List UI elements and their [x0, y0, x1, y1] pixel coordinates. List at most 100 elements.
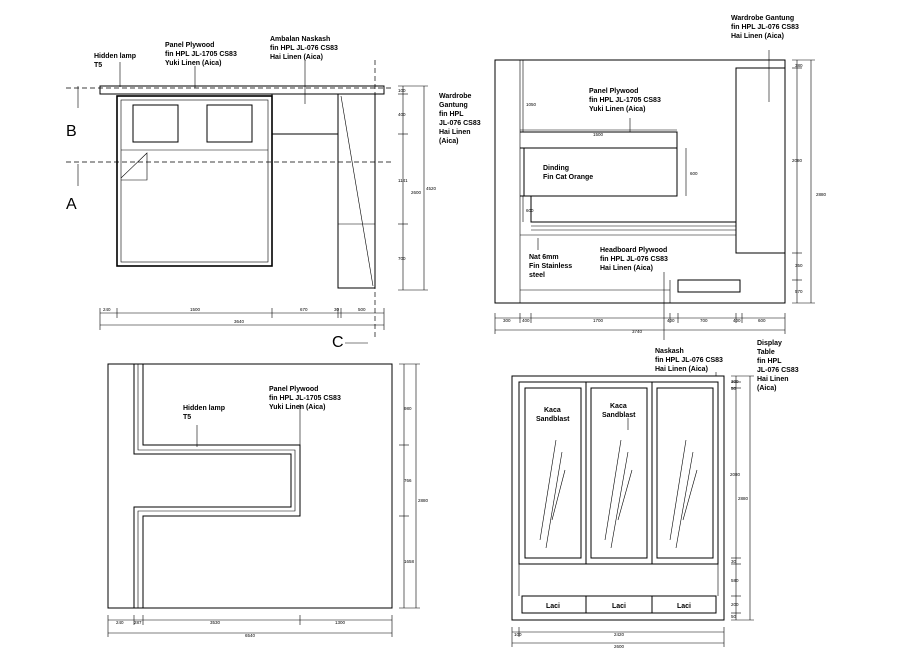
dim-elev-a-r3: 570: [795, 289, 803, 294]
dim-elev-c-total: 2600: [614, 644, 625, 649]
svg-text:Panel Plywood: Panel Plywood: [269, 386, 318, 393]
svg-text:fin HPL: fin HPL: [439, 111, 464, 118]
svg-text:Headboard Plywood: Headboard Plywood: [600, 247, 667, 254]
drawer-label-2: Laci: [612, 603, 626, 610]
dim-elev-c-r1: 50: [731, 386, 737, 391]
dim-elev-a-b0: 300: [503, 318, 511, 323]
glass-door-3: [656, 387, 714, 559]
pillow-right: [206, 104, 253, 143]
dim-elev-c-r6: 50: [731, 614, 737, 619]
label-kaca-2: Kaca Sandblast: [602, 403, 636, 419]
dim-ticks-elev-c-bottom: [511, 627, 725, 647]
dim-ticks-elev-b-bottom: [107, 615, 393, 637]
dim-elev-a-b1: 400: [522, 318, 530, 323]
dim-elev-c-r3: 30: [731, 559, 737, 564]
dim-elev-c-b0: 100: [514, 632, 522, 637]
dim-elev-c-r0: 300: [731, 379, 739, 384]
bed-mattress-outline: [120, 99, 269, 263]
dim-elev-c-r2: 2080: [730, 472, 741, 477]
wardrobe-plan-outline: [337, 93, 376, 289]
label-panel-plywood-elev: Panel Plywood fin HPL JL-1705 CS83 Yuki …: [589, 88, 661, 113]
dim-elev-a-i0: 1050: [526, 102, 537, 107]
svg-text:Yuki Linen (Aica): Yuki Linen (Aica): [165, 60, 221, 67]
dim-elev-b-r0: 980: [404, 406, 412, 411]
dim-elev-c-r5: 200: [731, 602, 739, 607]
svg-text:Fin Stainless: Fin Stainless: [529, 263, 572, 270]
drawer-label-1: Laci: [546, 603, 560, 610]
dim-elev-b-r2: 1658: [404, 559, 415, 564]
dim-elev-a-i3: 600: [526, 208, 534, 213]
svg-text:Hai Linen (Aica): Hai Linen (Aica): [270, 54, 323, 61]
plan-view: B A C Hidden lamp T5 Panel Plywood fin H…: [66, 36, 481, 351]
dim-elev-b-total: 6540: [245, 633, 256, 638]
glass-door-1: [524, 387, 582, 559]
dim-ticks-elev-a-right: [792, 59, 815, 304]
svg-text:Gantung: Gantung: [439, 102, 468, 109]
drawer-label-3: Laci: [677, 603, 691, 610]
svg-text:Panel Plywood: Panel Plywood: [165, 42, 214, 49]
svg-text:Sandblast: Sandblast: [536, 416, 570, 423]
svg-text:Table: Table: [757, 349, 775, 356]
svg-text:Fin Cat Orange: Fin Cat Orange: [543, 174, 593, 181]
svg-text:Hidden lamp: Hidden lamp: [94, 53, 136, 60]
label-hidden-lamp-b: Hidden lamp T5: [183, 405, 225, 421]
label-wardrobe: Wardrobe Gantung fin HPL JL-076 CS83 Hai…: [439, 93, 481, 145]
dim-ticks-plan-right: [398, 85, 428, 291]
svg-text:steel: steel: [529, 272, 545, 279]
svg-text:Wardrobe: Wardrobe: [439, 93, 472, 100]
elev-c-outline: [511, 375, 725, 621]
svg-text:Kaca: Kaca: [544, 407, 561, 414]
dim-elev-b-b2: 3530: [210, 620, 221, 625]
dim-elev-b-r1: 766: [404, 478, 412, 483]
svg-text:T5: T5: [94, 62, 102, 69]
dim-elev-a-b3: 400: [667, 318, 675, 323]
dim-elev-a-i1: 1500: [593, 132, 604, 137]
svg-text:Yuki Linen (Aica): Yuki Linen (Aica): [589, 106, 645, 113]
dim-elev-a-r1: 2080: [792, 158, 803, 163]
svg-text:JL-076 CS83: JL-076 CS83: [439, 120, 481, 127]
dim-elev-a-r0: 380: [795, 63, 803, 68]
svg-text:Ambalan Naskash: Ambalan Naskash: [270, 36, 330, 43]
svg-text:JL-076 CS83: JL-076 CS83: [757, 367, 799, 374]
elevation-c: Naskash fin HPL JL-076 CS83 Hai Linen (A…: [511, 340, 799, 649]
section-mark-c: C: [332, 334, 344, 351]
hidden-lamp-recess-outer: [133, 364, 292, 608]
cabinet-frame: [518, 381, 719, 565]
svg-text:fin HPL JL-076 CS83: fin HPL JL-076 CS83: [600, 256, 668, 263]
pillow-left: [132, 104, 179, 143]
dim-elev-a-b2: 1700: [593, 318, 604, 323]
display-table-elev: [677, 279, 741, 293]
label-panel-plywood-b: Panel Plywood fin HPL JL-1705 CS83 Yuki …: [269, 386, 341, 411]
glass-hatch: [539, 439, 698, 549]
glass-door-2: [590, 387, 648, 559]
label-panel-plywood: Panel Plywood fin HPL JL-1705 CS83 Yuki …: [165, 42, 237, 67]
wardrobe-elevation: [735, 67, 786, 254]
dim-plan-b0: 240: [103, 307, 111, 312]
label-hidden-lamp: Hidden lamp T5: [94, 53, 136, 69]
bed-frame-outline: [116, 95, 273, 267]
ambalan-shelf-outline: [99, 85, 385, 95]
elev-b-outline: [107, 363, 393, 609]
elevation-a: Wardrobe Gantung fin HPL JL-076 CS83 Hai…: [494, 15, 827, 340]
dim-elev-c-b1: 2420: [614, 632, 625, 637]
hidden-lamp-recess-inner: [142, 364, 301, 608]
headboard-top: [520, 195, 736, 223]
dim-plan-r-overall-1: 4520: [426, 186, 437, 191]
svg-text:fin HPL: fin HPL: [757, 358, 782, 365]
svg-text:Display: Display: [757, 340, 782, 347]
svg-text:fin HPL JL-1705 CS83: fin HPL JL-1705 CS83: [589, 97, 661, 104]
blanket-fold: [120, 152, 148, 181]
label-headboard: Headboard Plywood fin HPL JL-076 CS83 Ha…: [600, 247, 668, 272]
dim-elev-a-b5: 400: [733, 318, 741, 323]
dim-plan-b3: 30: [334, 307, 340, 312]
label-ambalan: Ambalan Naskash fin HPL JL-076 CS83 Hai …: [270, 36, 338, 61]
svg-text:(Aica): (Aica): [439, 138, 458, 145]
svg-text:fin HPL JL-076 CS83: fin HPL JL-076 CS83: [270, 45, 338, 52]
svg-text:Hidden lamp: Hidden lamp: [183, 405, 225, 412]
dim-plan-total: 3640: [234, 319, 245, 324]
dim-plan-r0: 100: [398, 88, 406, 93]
label-naskash: Naskash fin HPL JL-076 CS83 Hai Linen (A…: [655, 348, 723, 373]
dim-plan-r-overall-0: 2600: [411, 190, 422, 195]
dinding-panel: [523, 147, 678, 197]
dim-elev-a-b4: 700: [700, 318, 708, 323]
